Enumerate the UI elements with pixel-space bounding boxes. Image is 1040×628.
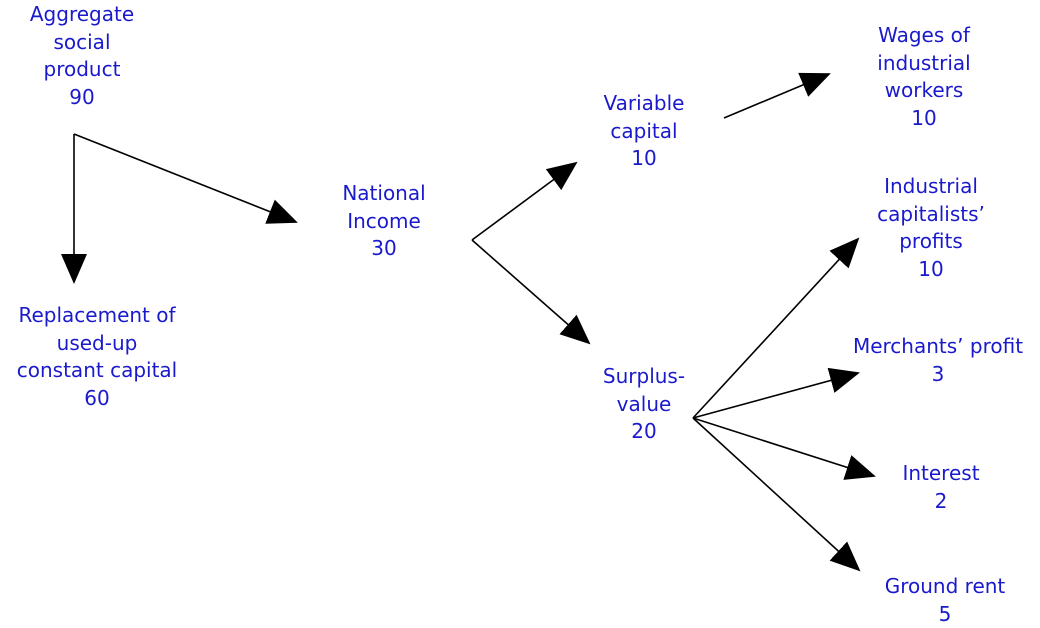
node-value: 10: [911, 105, 937, 130]
node-value: 30: [371, 236, 397, 260]
node-label-line: constant capital: [16, 358, 178, 382]
arrow-national-income-to-surplus-value: [471, 239, 591, 345]
node-label-line: capitalists’: [877, 201, 985, 226]
node-label-line: product: [43, 57, 121, 81]
arrow-surplus-value-to-interest: [692, 417, 876, 480]
node-value: 60: [84, 385, 110, 410]
node-surplus-value: Surplus- value 20: [603, 363, 685, 446]
arrow-aggregate-to-national-income: [73, 133, 298, 224]
node-label-line: Income: [347, 208, 421, 233]
node-aggregate-social-product: Aggregate social product 90: [30, 1, 134, 111]
node-label-line: social: [53, 29, 111, 54]
node-label-line: used-up: [56, 330, 138, 355]
node-ground-rent: Ground rent 5: [885, 573, 1006, 628]
node-label-line: Replacement of: [18, 303, 176, 327]
node-label-line: Interest: [902, 461, 980, 485]
node-value: 10: [631, 146, 657, 170]
node-industrial-capitalists-profits: Industrial capitalists’ profits 10: [877, 173, 985, 283]
node-merchants-profit: Merchants’ profit 3: [853, 333, 1023, 388]
node-value: 3: [931, 361, 945, 386]
arrow-surplus-value-to-merchants-profit: [692, 367, 860, 419]
node-value: 90: [69, 84, 95, 109]
arrow-variable-capital-to-wages: [723, 72, 831, 119]
node-label-line: Variable: [603, 91, 685, 115]
node-label-line: industrial: [877, 50, 971, 75]
arrow-surplus-value-to-industrial-profits: [692, 237, 860, 419]
node-value: 5: [938, 601, 952, 626]
node-wages-industrial-workers: Wages of industrial workers 10: [877, 22, 970, 132]
node-label-line: National: [342, 181, 426, 205]
node-replacement-constant-capital: Replacement of used-up constant capital …: [17, 302, 177, 412]
node-label-line: profits: [899, 229, 963, 253]
arrow-national-income-to-variable-capital: [471, 161, 578, 241]
node-label-line: Aggregate: [29, 2, 135, 26]
arrow-surplus-value-to-ground-rent: [692, 417, 861, 572]
node-label-line: Ground rent: [884, 574, 1006, 598]
node-label-line: Industrial: [884, 174, 978, 198]
node-label-line: workers: [884, 78, 964, 102]
node-interest: Interest 2: [902, 460, 979, 515]
node-value: 10: [918, 256, 944, 281]
node-value: 2: [934, 488, 948, 513]
node-label-line: Merchants’ profit: [852, 334, 1024, 358]
node-label-line: Wages of: [878, 23, 970, 47]
node-value: 20: [631, 419, 657, 443]
node-national-income: National Income 30: [342, 180, 425, 263]
node-label-line: Surplus-: [602, 364, 686, 388]
node-label-line: value: [616, 391, 672, 416]
node-variable-capital: Variable capital 10: [604, 90, 685, 173]
node-label-line: capital: [610, 118, 678, 143]
